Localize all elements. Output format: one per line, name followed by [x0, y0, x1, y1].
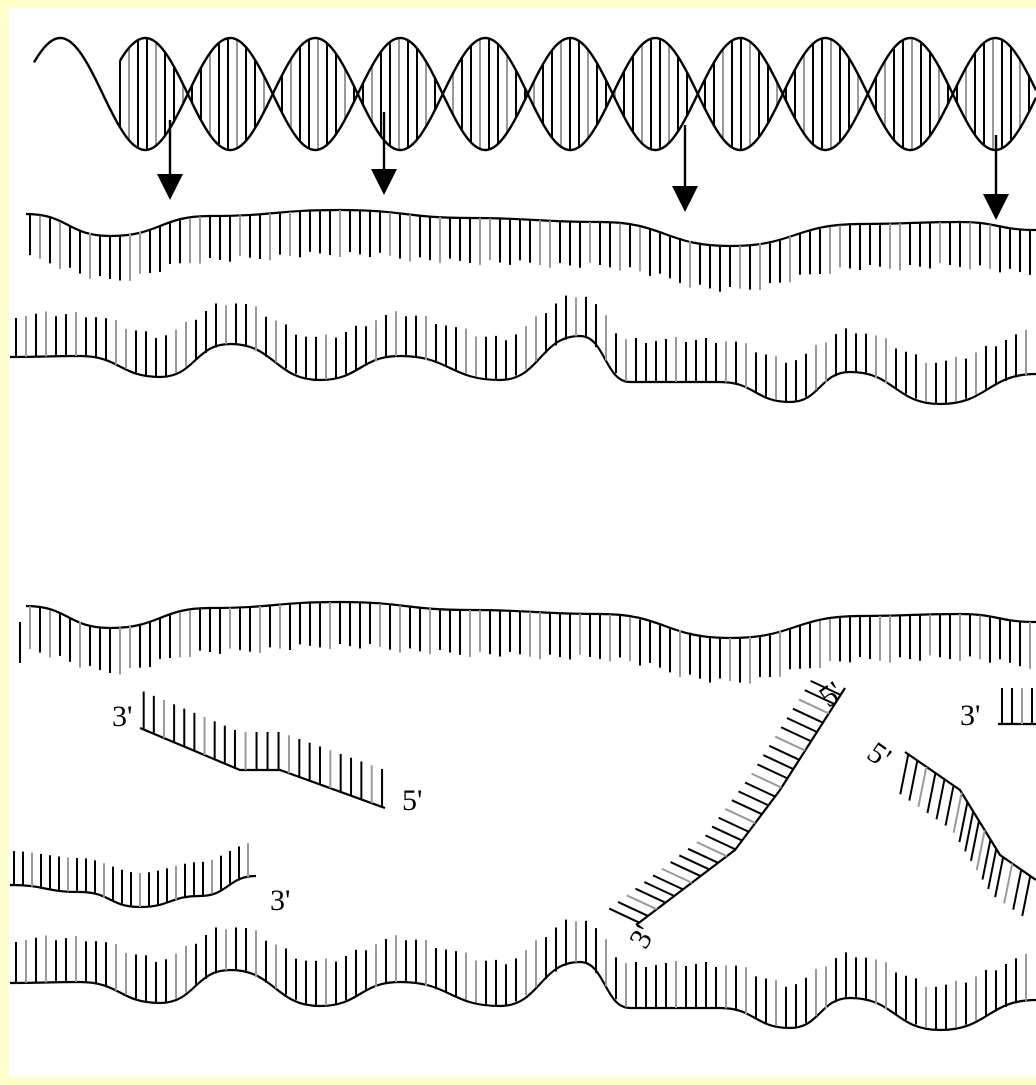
label-fragment-left-5prime: 5' [402, 784, 422, 817]
base-rung [757, 764, 787, 778]
base-rung [775, 737, 805, 751]
fragment-lower-left [10, 843, 256, 907]
base-rung [732, 800, 762, 814]
base-rung [719, 818, 749, 832]
cut-arrow-icon [157, 120, 183, 200]
base-rung [738, 791, 768, 805]
lower-strand-bottom [10, 920, 1036, 1030]
base-rung [763, 755, 793, 769]
base-rung [954, 793, 962, 833]
upper-strand-top [26, 210, 1036, 292]
label-fragment-right-5prime: 5' [861, 736, 897, 775]
base-rung [725, 809, 755, 823]
base-rung [995, 857, 1003, 897]
base-rung [909, 761, 917, 801]
strand-backbone [10, 336, 1036, 404]
strand-backbone [10, 962, 1036, 1030]
base-rung [971, 821, 979, 861]
label-fragment-diagonal-3prime: 3' [623, 920, 662, 954]
fragment-backbone [140, 728, 385, 808]
fragment-backbone [636, 688, 845, 925]
cut-arrow-icon [371, 112, 397, 195]
base-rung [946, 786, 954, 826]
base-rung [1013, 870, 1021, 910]
fragment-backbone [10, 876, 256, 907]
fragment-right [900, 752, 1036, 916]
base-rung [918, 767, 926, 807]
base-rung [1004, 863, 1012, 903]
base-rung [965, 811, 973, 851]
base-rung [1022, 876, 1030, 916]
label-fragment-left-3prime: 3' [112, 700, 132, 733]
base-rung [793, 709, 823, 723]
base-rung [900, 754, 908, 794]
fragment-right-top [998, 688, 1036, 724]
label-lower-left-3prime: 3' [270, 884, 290, 917]
base-rung [781, 727, 811, 741]
base-rung [745, 783, 775, 797]
base-rung [712, 827, 742, 841]
label-fragment-right-3prime: 3' [960, 699, 980, 732]
base-rung [787, 718, 817, 732]
fragment-left [140, 692, 385, 808]
double-helix [34, 38, 1036, 150]
upper-strand-bottom [20, 602, 1036, 684]
base-rung [752, 774, 782, 788]
cut-arrows [157, 112, 1009, 220]
cut-arrow-icon [672, 125, 698, 212]
base-rung [977, 830, 985, 870]
base-rung [936, 779, 944, 819]
base-rung [959, 802, 967, 842]
base-rung [988, 849, 996, 889]
base-rung [769, 746, 799, 760]
lower-strand-top [10, 296, 1036, 404]
base-rung [927, 773, 935, 813]
base-rung [982, 840, 990, 880]
fragment-diagonal [609, 681, 845, 925]
